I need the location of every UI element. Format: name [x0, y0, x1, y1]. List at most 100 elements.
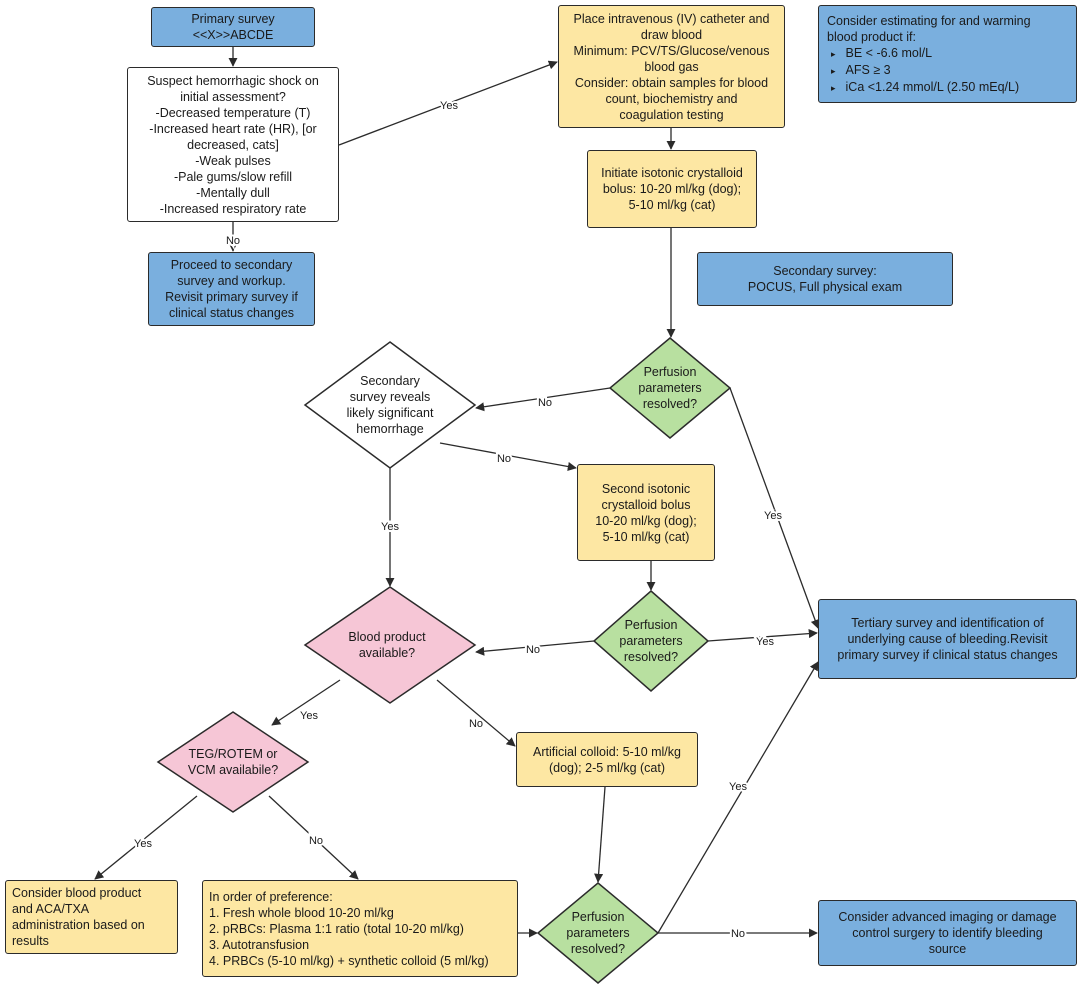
place-iv-catheter-box-line-2: draw blood [640, 27, 703, 42]
perfusion-resolved-label-2-line-1: Perfusion [624, 618, 678, 632]
proceed-secondary-survey-box-line-2: survey and workup. [177, 274, 286, 288]
advanced-imaging-box-line-3: source [928, 942, 967, 956]
place-iv-catheter-box-line-6: count, biochemistry and [605, 91, 738, 106]
suspect-hemorrhagic-shock-box-line-7: -Pale gums/slow refill [173, 169, 293, 184]
perfusion-resolved-label-2-line-2: parameters [619, 634, 683, 648]
tertiary-survey-box: Tertiary survey and identification of und… [818, 599, 1077, 679]
reveals-hemorrhage-label-line-1: Secondary [360, 374, 420, 388]
order-of-preference-box-line-4: 3. Autotransfusion [209, 937, 310, 952]
artificial-colloid-box: Artificial colloid: 5-10 ml/kg(dog); 2-5… [516, 732, 698, 787]
consider-blood-product-box-line-2: and ACA/TXA [12, 902, 90, 916]
edge-perfusion2-yes-to-tertiary [707, 629, 818, 642]
edge-suspect-yes-to-iv [338, 60, 558, 146]
perfusion-diamond-3 [536, 882, 660, 984]
reveals-hemorrhage-label-line-2: survey reveals [349, 390, 431, 404]
second-crystalloid-bolus-box-line-3: 10-20 ml/kg (dog); [595, 513, 697, 528]
perfusion-resolved-label-1-line-3: resolved? [642, 397, 698, 411]
perfusion-resolved-label-1-line-1: Perfusion [643, 365, 697, 379]
proceed-secondary-survey-box-line-4: clinical status changes [168, 306, 295, 320]
reveals-yes-label: Yes [381, 521, 399, 533]
perfusion2-no-label: No [526, 644, 540, 656]
secondary-survey-box-line-2: POCUS, Full physical exam [747, 280, 903, 294]
suspect-hemorrhagic-shock-box-line-8: -Mentally dull [196, 185, 270, 200]
criterion-ica: iCa <1.24 mmol/L (2.50 mEq/L) [827, 79, 1020, 96]
perfusion-diamond-1 [608, 337, 732, 439]
suspect-hemorrhagic-shock-box-line-2: initial assessment? [180, 89, 286, 104]
perfusion2-yes-label: Yes [756, 636, 774, 648]
blood-product-diamond [303, 586, 477, 704]
second-crystalloid-bolus-box-line-2: crystalloid bolus [601, 497, 691, 512]
initiate-crystalloid-bolus-box-line-2: bolus: 10-20 ml/kg (dog); [602, 182, 742, 196]
tegrotem-available-label: TEG/ROTEM or VCM availabile? [168, 737, 298, 787]
place-iv-catheter-box-line-4: blood gas [644, 59, 699, 74]
criterion-be: BE < -6.6 mol/L [827, 45, 933, 62]
artificial-colloid-box-line-1: Artificial colloid: 5-10 ml/kg [533, 744, 681, 759]
proceed-secondary-survey-box: Proceed to secondary survey and workup. Re… [148, 252, 315, 326]
perfusion-resolved-label-1: Perfusion parameters resolved? [615, 350, 725, 426]
tertiary-survey-box-line-1: Tertiary survey and identification of [851, 616, 1044, 630]
decision-shapes [156, 337, 732, 984]
order-of-preference-box-line-2: 1. Fresh whole blood 10-20 ml/kg [209, 905, 394, 920]
teg-yes-label: Yes [134, 838, 152, 850]
edge-teg-no-to-order [268, 795, 359, 880]
reveals-hemorrhage-diamond [303, 341, 477, 469]
place-iv-catheter-box-line-1: Place intravenous (IV) catheter and [573, 11, 770, 26]
second-crystalloid-bolus-box-line-1: Second isotonic [601, 481, 691, 496]
edge-teg-yes-to-consider [94, 795, 198, 880]
reveals-hemorrhage-label-line-4: hemorrhage [356, 422, 424, 436]
perfusion-resolved-label-3-line-2: parameters [566, 926, 630, 940]
order-of-preference-box: In order of preference:1. Fresh whole bl… [202, 880, 518, 977]
advanced-imaging-box-line-2: control surgery to identify bleeding [852, 926, 1043, 940]
edge-perfusion2-no-to-blood-product [475, 640, 595, 656]
perfusion3-yes-label: Yes [729, 781, 747, 793]
initiate-crystalloid-bolus-box-line-3: 5-10 ml/kg (cat) [628, 198, 716, 212]
place-iv-catheter-box-line-5: Consider: obtain samples for blood [574, 75, 769, 90]
tegrotem-available-label-line-2: VCM availabile? [187, 763, 279, 777]
tertiary-survey-box-line-3: primary survey if clinical status change… [837, 648, 1058, 662]
tertiary-survey-box-line-2: underlying cause of bleeding.Revisit [847, 632, 1048, 646]
suspect-hemorrhagic-shock-box-line-9: -Increased respiratory rate [159, 201, 307, 216]
perfusion-resolved-label-2-line-3: resolved? [623, 650, 679, 664]
blood-product-available-label: Blood product available? [322, 620, 452, 670]
suspect-hemorrhagic-shock-box-line-5: decreased, cats] [187, 137, 279, 152]
order-of-preference-box-line-1: In order of preference: [209, 889, 333, 904]
blood-product-no-label: No [469, 718, 483, 730]
secondary-survey-box-line-1: Secondary survey: [773, 264, 877, 278]
perfusion-resolved-label-3-line-1: Perfusion [571, 910, 625, 924]
reveals-no-label: No [497, 453, 511, 465]
suspect-hemorrhagic-shock-box-line-1: Suspect hemorrhagic shock on [147, 73, 319, 88]
consider-warming-line-1: Consider estimating for and warming [827, 13, 1031, 28]
primary-survey-box-line-1: Primary survey [191, 12, 275, 26]
place-iv-catheter-box-line-3: Minimum: PCV/TS/Glucose/venous [573, 43, 770, 58]
tegrotem-available-label-line-1: TEG/ROTEM or [188, 747, 278, 761]
perfusion-resolved-label-1-line-2: parameters [638, 381, 702, 395]
primary-survey-box-line-2: <<X>>ABCDE [192, 28, 274, 42]
blood-product-yes-label: Yes [300, 710, 318, 722]
perfusion1-no-label: No [538, 397, 552, 409]
edge-perfusion1-yes-to-tertiary [729, 387, 820, 629]
reveals-hemorrhage-label: Secondary survey reveals likely significan… [320, 365, 460, 445]
place-iv-catheter-box-line-7: coagulation testing [619, 107, 724, 122]
perfusion1-yes-label: Yes [764, 510, 782, 522]
blood-product-available-label-line-2: available? [358, 646, 416, 660]
blood-product-available-label-line-1: Blood product [348, 630, 426, 644]
consider-blood-product-box-line-1: Consider blood product [12, 886, 142, 900]
advanced-imaging-box: Consider advanced imaging or damage contr… [818, 900, 1077, 966]
advanced-imaging-box-line-1: Consider advanced imaging or damage [838, 910, 1057, 924]
order-of-preference-box-line-5: 4. PRBCs (5-10 ml/kg) + synthetic colloi… [209, 953, 489, 968]
proceed-secondary-survey-box-line-1: Proceed to secondary [170, 258, 293, 272]
order-of-preference-box-line-3: 2. pRBCs: Plasma 1:1 ratio (total 10-20 … [209, 921, 464, 936]
proceed-secondary-survey-box-line-3: Revisit primary survey if [165, 290, 298, 304]
teg-no-label: No [309, 835, 323, 847]
edge-blood-product-no-to-colloid [436, 679, 516, 747]
reveals-hemorrhage-label-line-3: likely significant [346, 406, 434, 420]
perfusion-diamond-2 [592, 590, 710, 692]
